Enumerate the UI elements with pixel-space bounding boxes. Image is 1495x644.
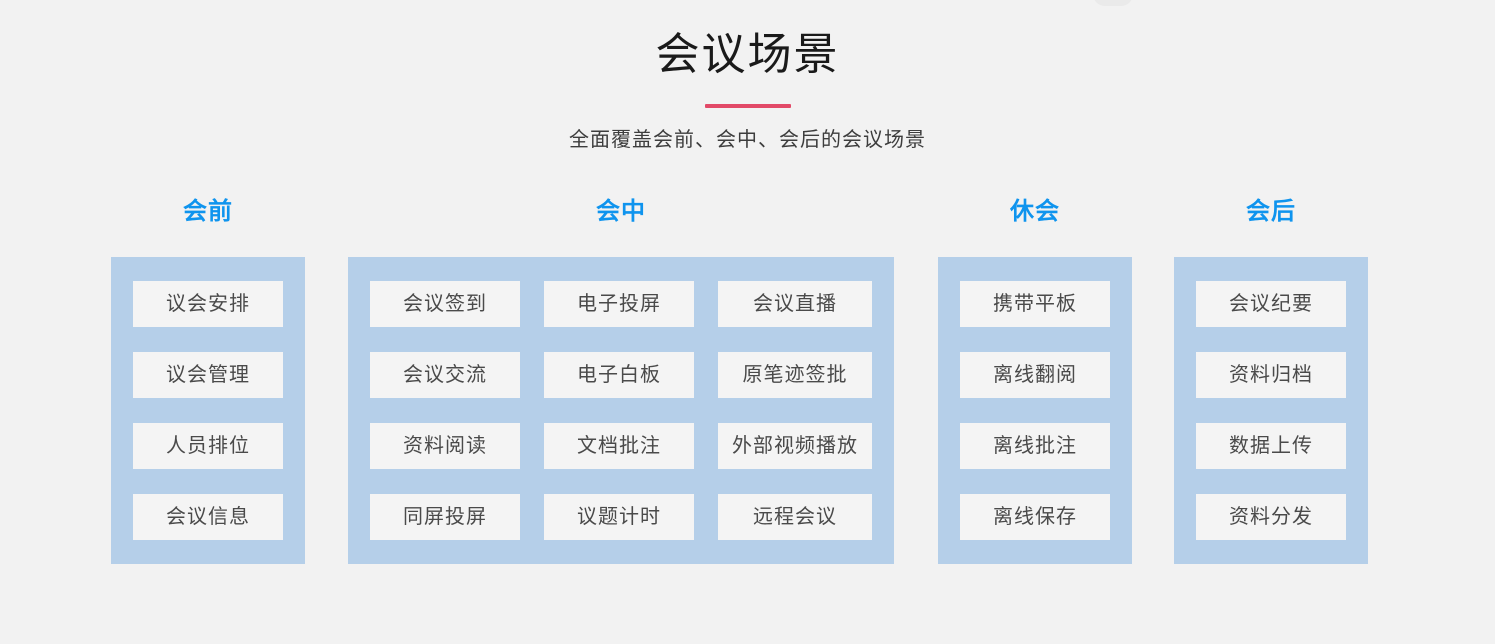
panel-before-meeting: 议会安排 议会管理 人员排位 会议信息 [111,257,305,564]
feature-card[interactable]: 资料归档 [1196,352,1346,398]
feature-card[interactable]: 议会管理 [133,352,283,398]
scene-column-after-meeting: 会后 会议纪要 资料归档 数据上传 资料分发 [1174,196,1368,564]
scene-columns: 会前 议会安排 议会管理 人员排位 会议信息 会中 会议签到 会议交流 资料阅读… [0,196,1495,564]
panel-group: 会议签到 会议交流 资料阅读 同屏投屏 [370,281,520,540]
page-header: 会议场景 全面覆盖会前、会中、会后的会议场景 [0,0,1495,154]
feature-card[interactable]: 会议签到 [370,281,520,327]
feature-card[interactable]: 会议交流 [370,352,520,398]
feature-card[interactable]: 资料阅读 [370,423,520,469]
feature-card[interactable]: 会议纪要 [1196,281,1346,327]
feature-card[interactable]: 远程会议 [718,494,872,540]
scene-column-before-meeting: 会前 议会安排 议会管理 人员排位 会议信息 [111,196,305,564]
panel-after-meeting: 会议纪要 资料归档 数据上传 资料分发 [1174,257,1368,564]
column-heading-recess: 休会 [1010,198,1060,225]
panel-during-meeting: 会议签到 会议交流 资料阅读 同屏投屏 电子投屏 电子白板 文档批注 议题计时 … [348,257,894,564]
top-edge-nub [1093,0,1133,6]
column-heading-during-meeting: 会中 [596,198,646,225]
feature-card[interactable]: 电子投屏 [544,281,694,327]
feature-card[interactable]: 议题计时 [544,494,694,540]
feature-card[interactable]: 数据上传 [1196,423,1346,469]
feature-card[interactable]: 同屏投屏 [370,494,520,540]
feature-card[interactable]: 议会安排 [133,281,283,327]
feature-card[interactable]: 会议直播 [718,281,872,327]
feature-card[interactable]: 资料分发 [1196,494,1346,540]
feature-card[interactable]: 离线批注 [960,423,1110,469]
title-accent-rule [704,104,791,108]
panel-group: 携带平板 离线翻阅 离线批注 离线保存 [960,281,1110,540]
feature-card[interactable]: 人员排位 [133,423,283,469]
column-heading-after-meeting: 会后 [1246,198,1296,225]
feature-card[interactable]: 离线翻阅 [960,352,1110,398]
panel-group: 会议直播 原笔迹签批 外部视频播放 远程会议 [718,281,872,540]
feature-card[interactable]: 携带平板 [960,281,1110,327]
column-heading-before-meeting: 会前 [183,198,233,225]
page-subtitle: 全面覆盖会前、会中、会后的会议场景 [569,129,926,151]
feature-card[interactable]: 文档批注 [544,423,694,469]
page-title: 会议场景 [655,30,840,79]
panel-group: 电子投屏 电子白板 文档批注 议题计时 [544,281,694,540]
feature-card[interactable]: 原笔迹签批 [718,352,872,398]
feature-card[interactable]: 外部视频播放 [718,423,872,469]
feature-card[interactable]: 电子白板 [544,352,694,398]
scene-column-during-meeting: 会中 会议签到 会议交流 资料阅读 同屏投屏 电子投屏 电子白板 文档批注 议题… [348,196,894,564]
panel-group: 会议纪要 资料归档 数据上传 资料分发 [1196,281,1346,540]
panel-recess: 携带平板 离线翻阅 离线批注 离线保存 [938,257,1132,564]
panel-group: 议会安排 议会管理 人员排位 会议信息 [133,281,283,540]
feature-card[interactable]: 会议信息 [133,494,283,540]
feature-card[interactable]: 离线保存 [960,494,1110,540]
scene-column-recess: 休会 携带平板 离线翻阅 离线批注 离线保存 [938,196,1132,564]
